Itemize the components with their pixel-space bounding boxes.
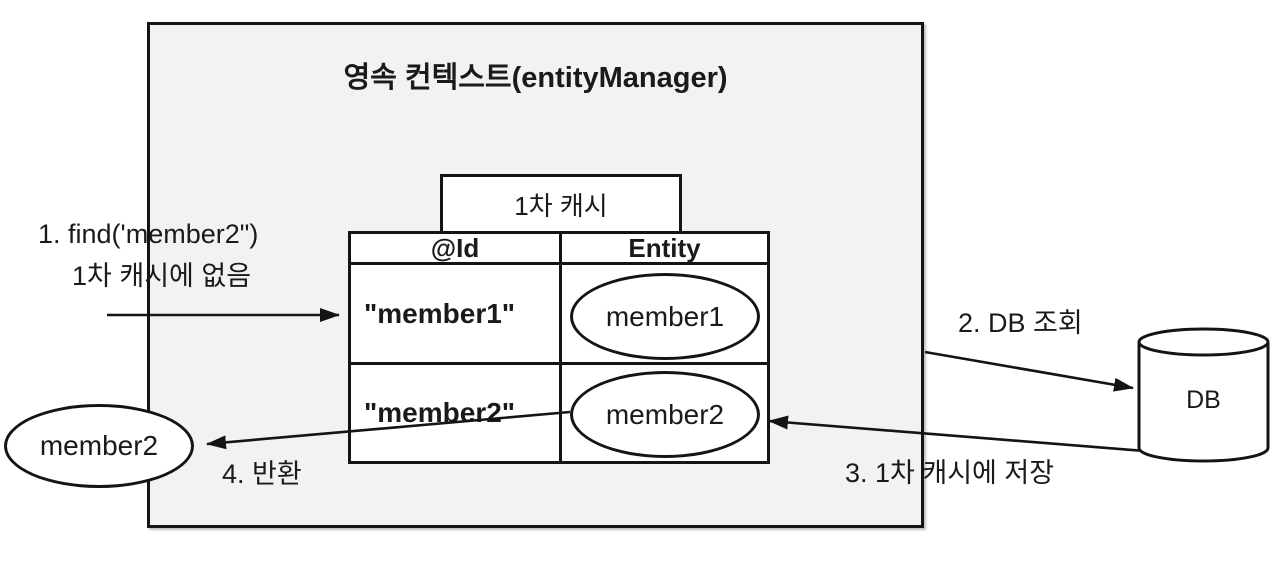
entity-label-member1: member1: [605, 300, 725, 332]
persistence-context-title: 영속 컨텍스트(entityManager): [343, 62, 728, 94]
step1-find-line2: 1차 캐시에 없음: [72, 261, 252, 291]
table-row-member1: "member1": [351, 265, 767, 365]
table-header-row: @Id Entity: [351, 234, 767, 265]
arrow-db-query-icon: [924, 350, 1134, 392]
first-level-cache-label: 1차 캐시: [514, 190, 608, 221]
step3-store-cache-label: 3. 1차 캐시에 저장: [845, 458, 1055, 488]
entity-ellipse-member1: member1: [570, 273, 760, 360]
table-cell-id-member1: "member1": [351, 265, 562, 362]
step1-find-line1: 1. find('member2"): [38, 219, 259, 249]
returned-entity-ellipse: member2: [4, 404, 194, 488]
table-header-entity: Entity: [628, 233, 701, 263]
step2-db-query-label: 2. DB 조회: [958, 308, 1083, 338]
entity-label-member2: member2: [605, 398, 725, 430]
returned-entity-label: member2: [39, 430, 159, 461]
table-cell-id-member2: "member2": [351, 365, 562, 461]
entity-ellipse-member2: member2: [570, 371, 760, 458]
table-header-id: @Id: [351, 234, 562, 262]
step1-find-label: 1. find('member2") 1차 캐시에 없음: [38, 219, 258, 293]
db-label: DB: [1186, 386, 1221, 414]
id-value-member1: "member1": [364, 297, 516, 329]
step4-return-label: 4. 반환: [222, 459, 302, 489]
id-value-member2: "member2": [364, 397, 516, 428]
first-level-cache-label-box: 1차 캐시: [440, 174, 682, 234]
